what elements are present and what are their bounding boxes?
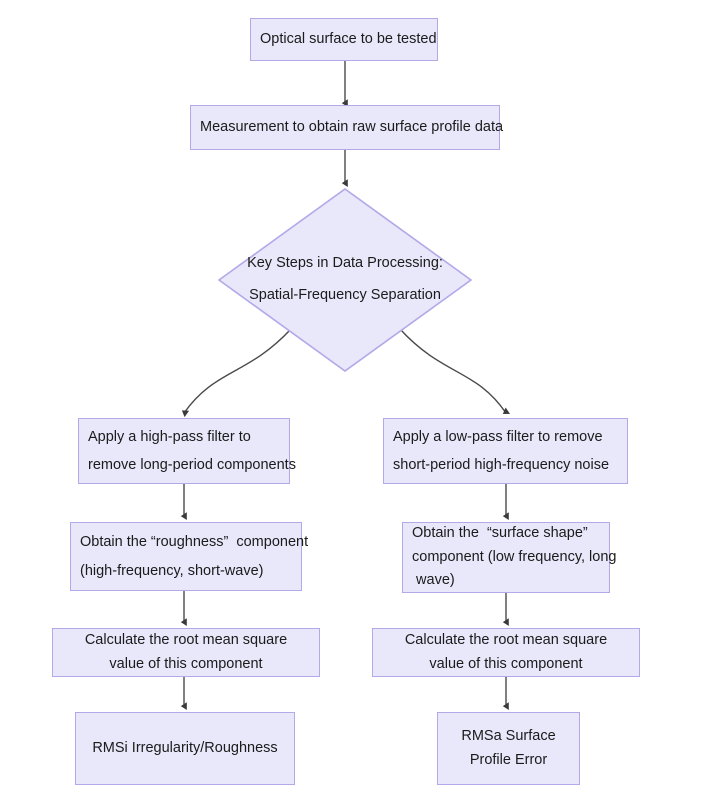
node-surface-shape-component[interactable]: Obtain the “surface shape” component (lo… [402, 522, 617, 593]
node-rms-left[interactable]: Calculate the root mean square value of … [52, 628, 320, 677]
node-result-rmsa-line-1: Profile Error [469, 751, 548, 768]
node-highpass-line-1: remove long-period components [88, 457, 296, 473]
node-lowpass-line-0: Apply a low-pass filter to remove [393, 428, 603, 445]
node-surface-shape-line-1: component (low frequency, long [412, 548, 617, 565]
diamond-outline [218, 188, 472, 372]
node-rms-left-line-0: Calculate the root mean square [84, 632, 288, 649]
node-rms-right-line-1: value of this component [429, 655, 583, 672]
node-decision[interactable]: Key Steps in Data Processing: Spatial-Fr… [218, 188, 472, 372]
node-decision-line-0: Key Steps in Data Processing: [247, 255, 443, 272]
node-lowpass-filter[interactable]: Apply a low-pass filter to remove short-… [383, 418, 628, 484]
node-surface-shape-line-0: Obtain the “surface shape” [412, 525, 588, 542]
node-rms-right-line-0: Calculate the root mean square [404, 632, 608, 649]
node-decision-label: Key Steps in Data Processing: Spatial-Fr… [218, 188, 472, 372]
node-result-rmsa[interactable]: RMSa Surface Profile Error [437, 712, 580, 785]
node-highpass-line-0: Apply a high-pass filter to [88, 428, 251, 445]
node-measurement[interactable]: Measurement to obtain raw surface profil… [190, 105, 504, 150]
node-measurement-line-0: Measurement to obtain raw surface profil… [200, 119, 504, 135]
node-roughness-line-0: Obtain the “roughness” component [80, 534, 309, 551]
node-rms-right[interactable]: Calculate the root mean square value of … [372, 628, 640, 677]
node-roughness-component[interactable]: Obtain the “roughness” component (high-f… [70, 522, 309, 591]
node-result-rmsi-line-0: RMSi Irregularity/Roughness [92, 740, 278, 757]
node-start[interactable]: Optical surface to be tested [250, 18, 438, 61]
node-rms-left-line-1: value of this component [109, 655, 263, 672]
node-result-rmsa-line-0: RMSa Surface [461, 728, 556, 745]
node-decision-line-1: Spatial-Frequency Separation [249, 287, 441, 303]
node-highpass-filter[interactable]: Apply a high-pass filter to remove long-… [78, 418, 296, 484]
node-surface-shape-line-2: wave) [412, 572, 455, 589]
node-start-line-0: Optical surface to be tested [260, 31, 437, 47]
node-lowpass-line-1: short-period high-frequency noise [393, 457, 610, 473]
node-roughness-line-1: (high-frequency, short-wave) [80, 562, 264, 579]
node-result-rmsi[interactable]: RMSi Irregularity/Roughness [75, 712, 295, 785]
